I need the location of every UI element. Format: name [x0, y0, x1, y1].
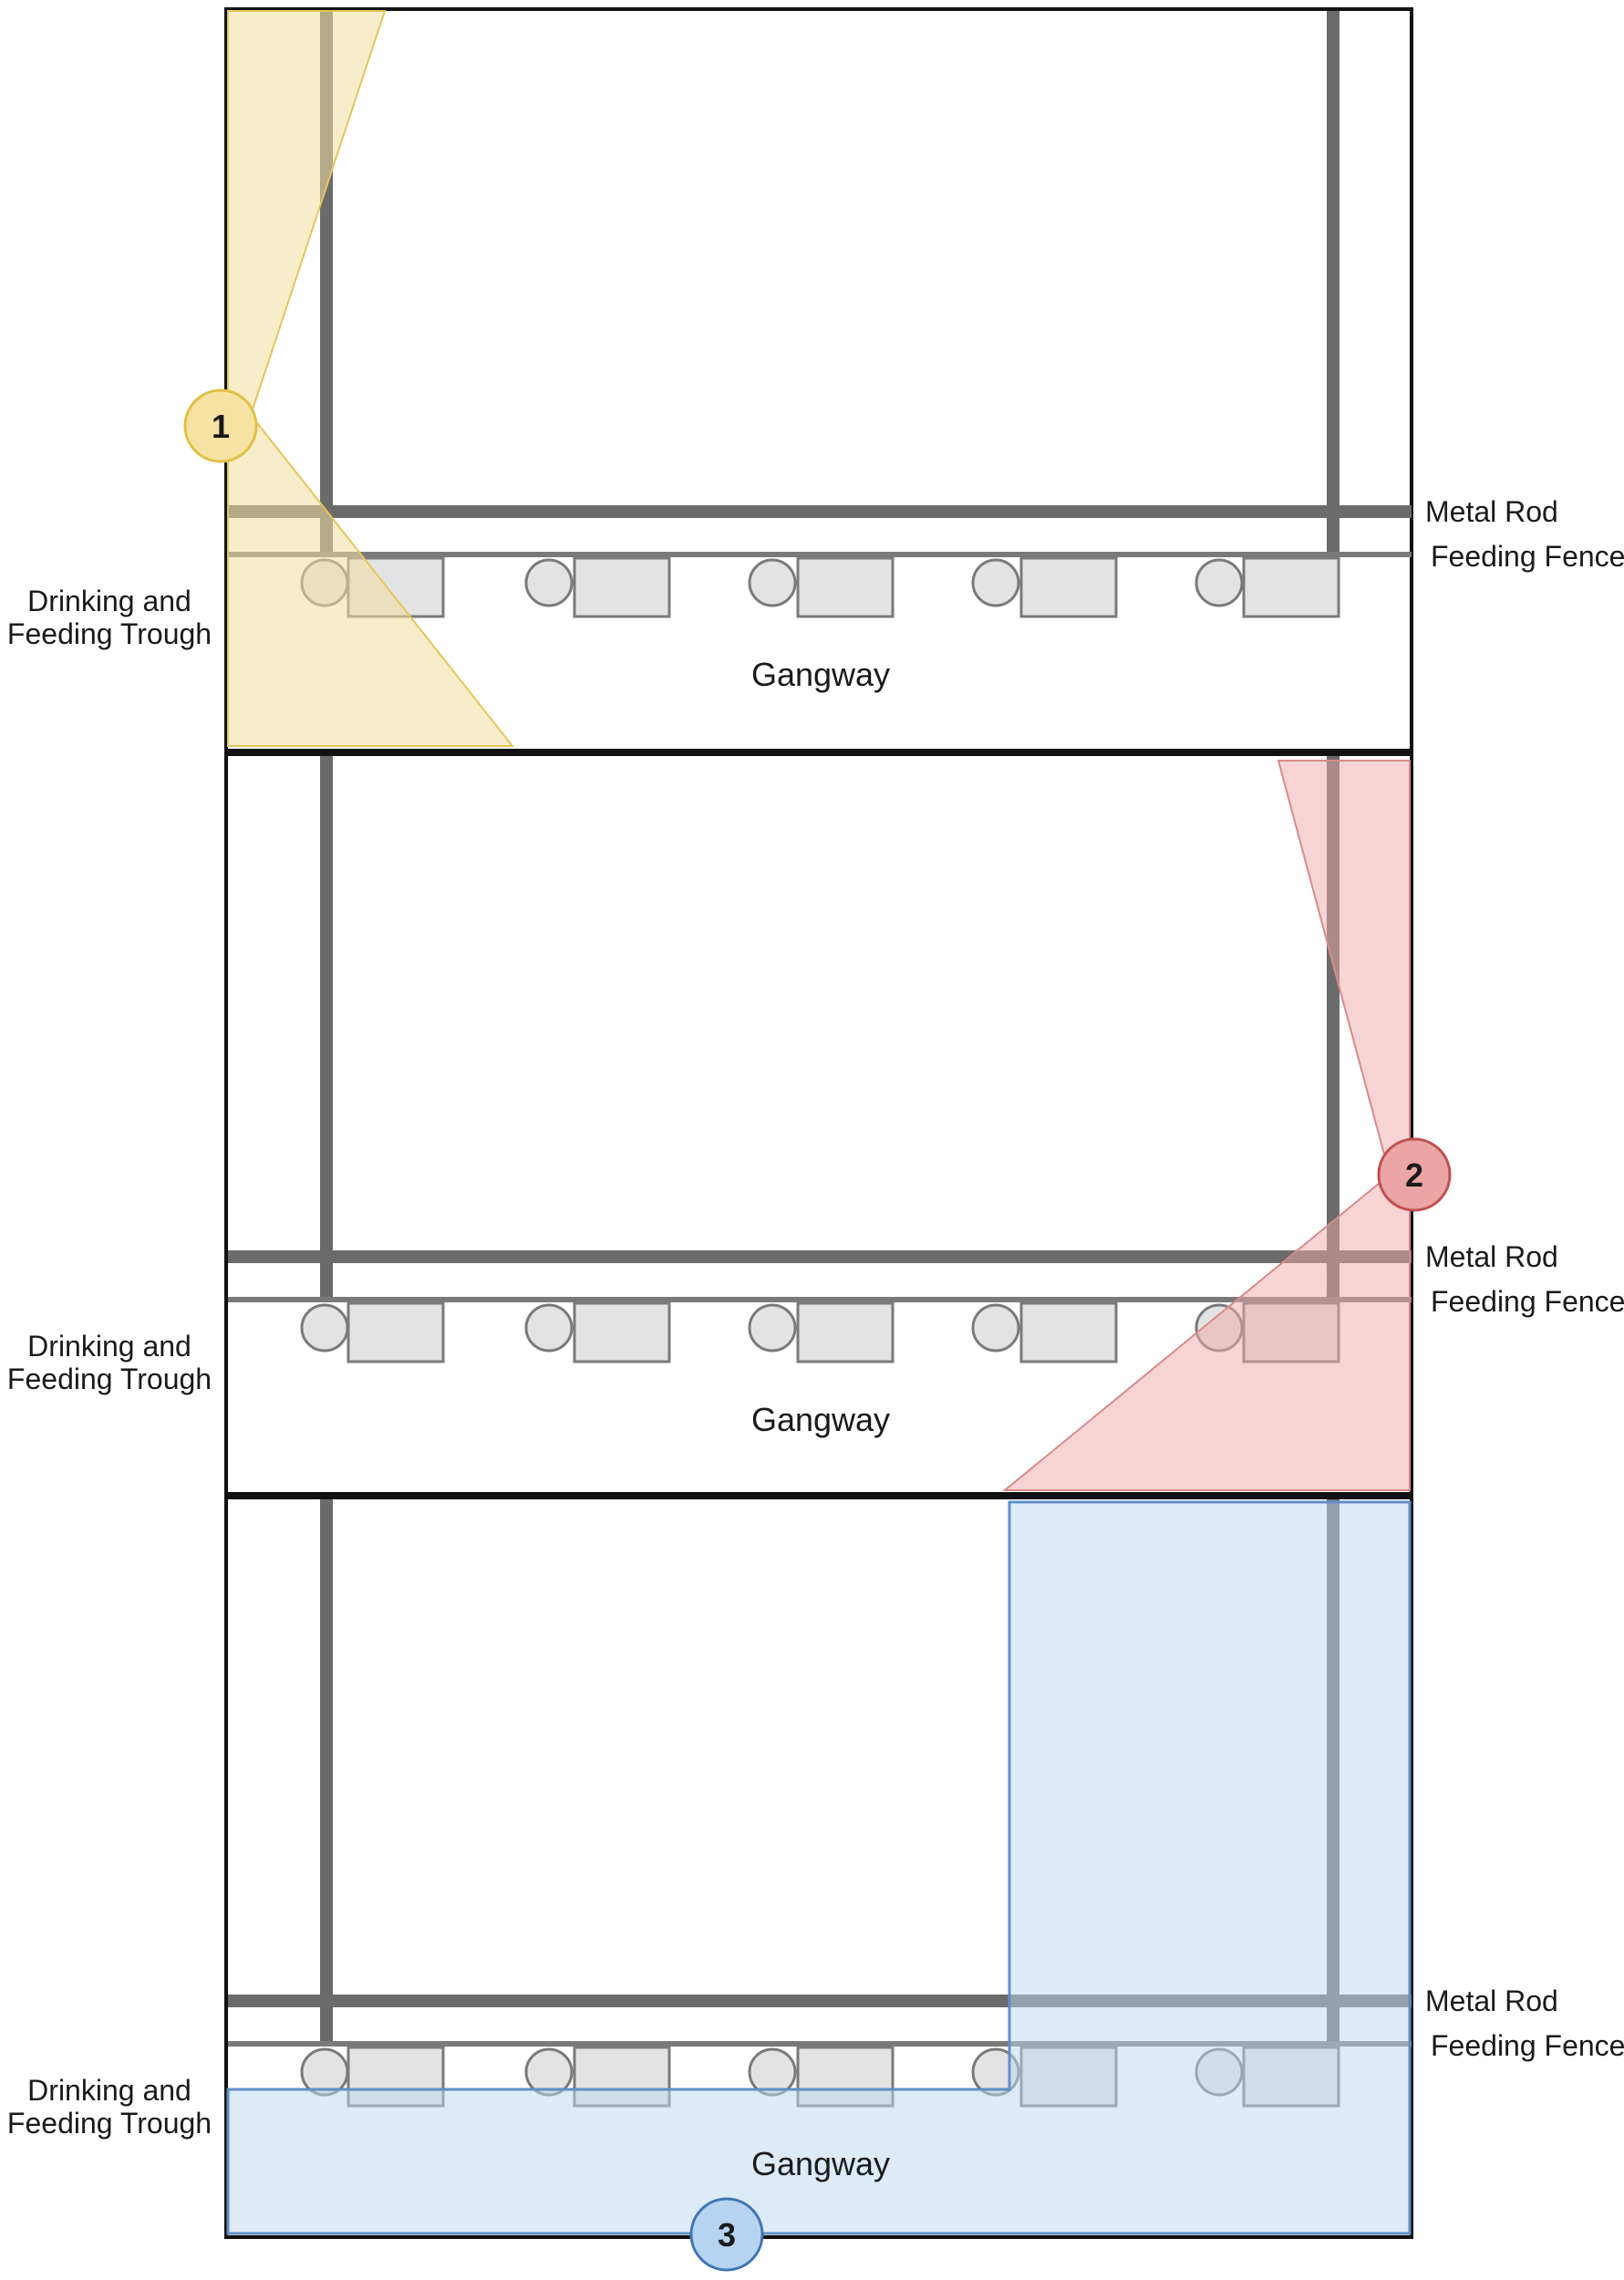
camera-marker-3-label: 3	[718, 2216, 736, 2254]
trough-label-line2: Feeding Trough	[7, 617, 212, 650]
panel-3: 3 Gangway Metal Rod Feeding Fence Drinki…	[7, 1496, 1624, 2272]
metal-rod-label: Metal Rod	[1425, 1240, 1558, 1273]
feeding-fence-label: Feeding Fence	[1431, 1285, 1624, 1318]
metal-rod-label: Metal Rod	[1425, 1985, 1558, 2017]
trough-row	[300, 556, 1340, 618]
panel-1: 1 Gangway Metal Rod Feeding Fence Drinki…	[7, 7, 1624, 752]
trough-unit	[971, 1301, 1118, 1363]
trough-label-line1: Drinking and	[27, 2074, 191, 2107]
camera-view-3-area	[226, 1500, 1412, 2235]
trough-label-line2: Feeding Trough	[7, 1363, 212, 1395]
trough-unit	[524, 1301, 671, 1363]
trough-unit	[971, 556, 1118, 618]
gangway-label: Gangway	[751, 2145, 890, 2182]
trough-unit	[1195, 556, 1340, 618]
trough-unit	[748, 556, 895, 618]
trough-label-line2: Feeding Trough	[7, 2107, 212, 2140]
camera-marker-3	[689, 2197, 764, 2272]
trough-label-line1: Drinking and	[27, 1330, 191, 1363]
pen-outline	[224, 7, 1413, 752]
gangway-label: Gangway	[751, 1401, 890, 1438]
trough-unit	[524, 556, 671, 618]
camera-marker-2-label: 2	[1405, 1156, 1423, 1194]
camera-marker-2	[1377, 1137, 1452, 1212]
panel-2: 2 Gangway Metal Rod Feeding Fence Drinki…	[7, 752, 1624, 1496]
camera-marker-1-label: 1	[212, 408, 230, 445]
metal-rod-label: Metal Rod	[1425, 495, 1558, 528]
trough-label-line1: Drinking and	[27, 585, 191, 617]
feeding-fence-label: Feeding Fence	[1431, 2029, 1624, 2062]
camera-marker-1	[183, 389, 258, 463]
trough-unit	[748, 1301, 895, 1363]
feeding-fence-label: Feeding Fence	[1431, 540, 1624, 573]
gangway-label: Gangway	[751, 656, 890, 693]
trough-unit	[300, 1301, 445, 1363]
